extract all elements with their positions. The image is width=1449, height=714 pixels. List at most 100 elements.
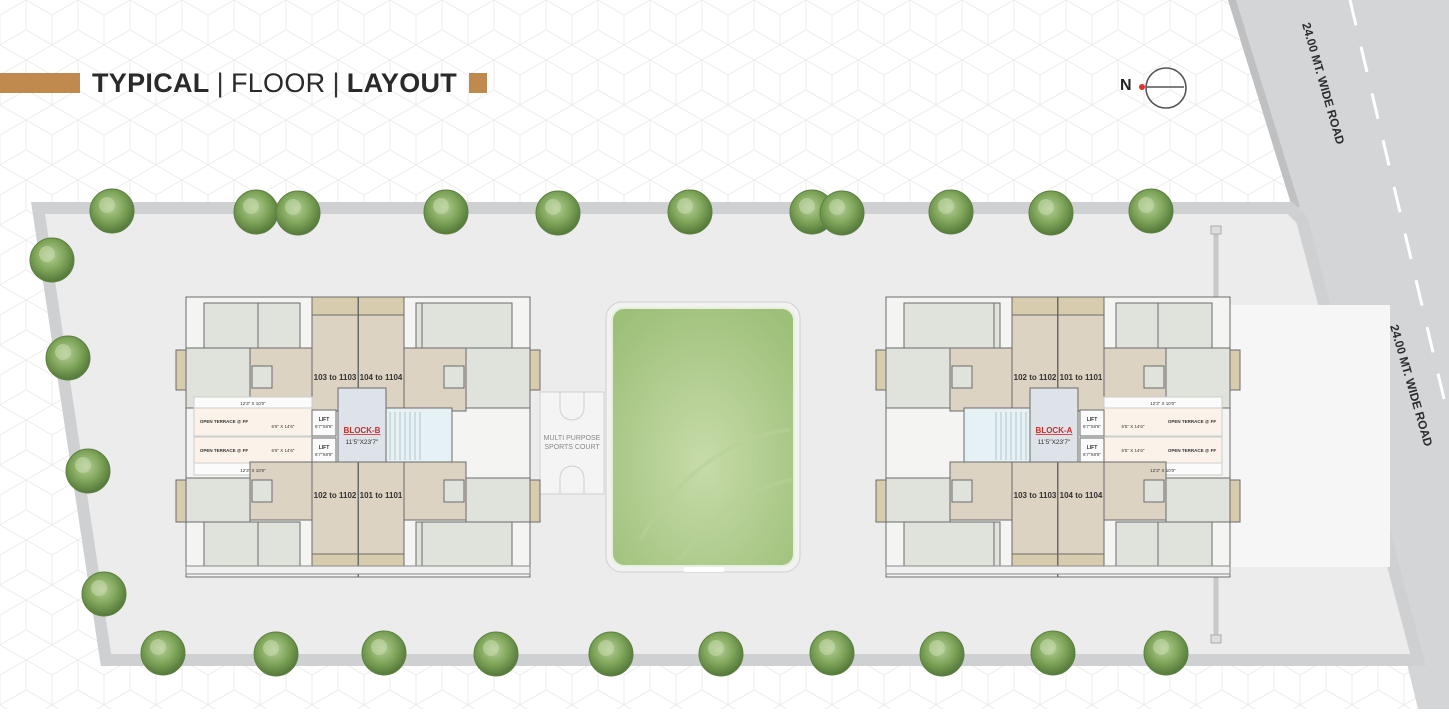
trees <box>29 188 1189 677</box>
balcony <box>1229 479 1241 523</box>
lobby-size: 11'5"X23'7" <box>346 439 379 446</box>
block-name: BLOCK-B <box>344 426 381 435</box>
title-word-1: TYPICAL <box>92 67 210 98</box>
terrace-size: 6'5" X 14'6" <box>1122 448 1145 453</box>
toilet <box>443 479 465 503</box>
room <box>1165 477 1231 523</box>
title-accent-square <box>469 73 488 93</box>
tree-highlight <box>371 639 387 655</box>
tree-highlight <box>677 198 693 214</box>
lobby-size: 11'5"X23'7" <box>1038 439 1071 446</box>
room <box>257 302 301 349</box>
toilet <box>951 365 973 389</box>
lift-size: 6'7"X8'6" <box>1083 452 1101 457</box>
lift-size: 6'7"X8'6" <box>315 424 333 429</box>
lift-label: LIFT <box>1087 417 1098 423</box>
room <box>1115 521 1159 568</box>
room <box>421 302 513 349</box>
toilet <box>951 479 973 503</box>
tree-highlight <box>819 639 835 655</box>
balcony <box>529 479 541 523</box>
room-size: 12'3" X 10'0" <box>240 468 266 473</box>
open-terrace <box>1103 436 1223 464</box>
tree-highlight <box>285 199 301 215</box>
balcony <box>875 349 887 391</box>
room-size: 12'3" X 10'0" <box>1150 401 1176 406</box>
tree-highlight <box>938 198 954 214</box>
terrace-label: OPEN TERRACE @ FF <box>200 448 248 453</box>
title-separator: | <box>216 67 224 98</box>
balcony <box>175 479 187 523</box>
staircase <box>963 407 1031 465</box>
toilet <box>1143 365 1165 389</box>
title-word-3: LAYOUT <box>346 67 458 98</box>
tree-highlight <box>799 198 815 214</box>
lift <box>311 409 337 437</box>
lift <box>1079 437 1105 465</box>
title-separator: | <box>332 67 340 98</box>
toilet <box>251 365 273 389</box>
outer-wall <box>185 565 531 575</box>
room <box>465 477 531 523</box>
flat-number-label: 101 to 1101 <box>1060 373 1103 382</box>
balcony <box>175 349 187 391</box>
balcony <box>1229 349 1241 391</box>
open-terrace <box>193 436 313 464</box>
tree-highlight <box>1040 639 1056 655</box>
flat-number-label: 103 to 1103 <box>1014 491 1057 500</box>
flat-number-label: 104 to 1104 <box>360 373 403 382</box>
tree-highlight <box>829 199 845 215</box>
sports-court-label-2: SPORTS COURT <box>544 444 600 451</box>
toilet <box>443 365 465 389</box>
terrace-size: 6'5" X 14'6" <box>1122 424 1145 429</box>
outer-wall <box>885 565 1231 575</box>
room <box>903 302 995 349</box>
tree-highlight <box>929 640 945 656</box>
flat-number-label: 103 to 1103 <box>314 373 357 382</box>
room <box>465 347 531 409</box>
flat-number-label: 102 to 1102 <box>1014 373 1057 382</box>
sports-court: MULTI PURPOSE SPORTS COURT <box>539 391 605 495</box>
terrace-label: OPEN TERRACE @ FF <box>1168 419 1216 424</box>
entrance-path <box>1215 305 1390 567</box>
flat-number-label: 101 to 1101 <box>360 491 403 500</box>
room <box>185 477 251 523</box>
lift-size: 6'7"X8'6" <box>315 452 333 457</box>
balcony <box>875 479 887 523</box>
room <box>1115 302 1159 349</box>
terrace-label: OPEN TERRACE @ FF <box>200 419 248 424</box>
compass-north-label: N <box>1120 77 1132 94</box>
staircase <box>385 407 453 465</box>
open-terrace <box>1103 407 1223 437</box>
room <box>257 521 301 568</box>
toilet <box>1143 479 1165 503</box>
tree-highlight <box>55 344 71 360</box>
room-size: 12'3" X 10'0" <box>240 401 266 406</box>
toilet <box>251 479 273 503</box>
title-word-2: FLOOR <box>230 67 326 98</box>
partition <box>357 461 359 577</box>
tree-highlight <box>545 199 561 215</box>
flat-number-label: 102 to 1102 <box>314 491 357 500</box>
tree-highlight <box>150 639 166 655</box>
room <box>903 521 995 568</box>
north-compass: N <box>1118 66 1190 110</box>
tree-highlight <box>708 640 724 656</box>
terrace-size: 6'5" X 14'6" <box>272 448 295 453</box>
room <box>421 521 513 568</box>
tree-highlight <box>99 197 115 213</box>
tree-highlight <box>263 640 279 656</box>
room <box>885 347 951 409</box>
page-title: TYPICAL | FLOOR | LAYOUT <box>0 66 488 100</box>
lift-label: LIFT <box>319 445 330 451</box>
block-name: BLOCK-A <box>1036 426 1073 435</box>
tree-highlight <box>39 246 55 262</box>
terrace-label: OPEN TERRACE @ FF <box>1168 448 1216 453</box>
tree-highlight <box>483 640 499 656</box>
tree-highlight <box>1138 197 1154 213</box>
lift <box>311 437 337 465</box>
room <box>885 477 951 523</box>
